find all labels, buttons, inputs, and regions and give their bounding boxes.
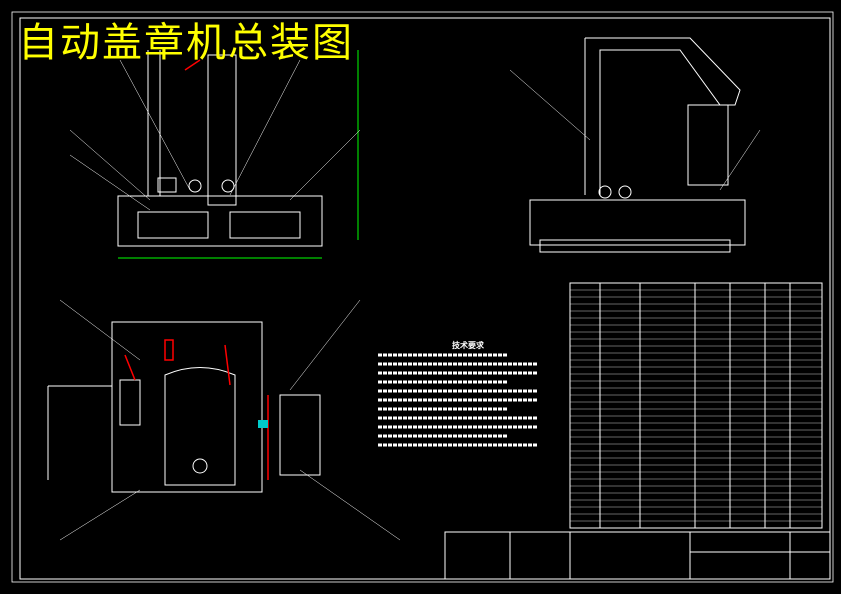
inner-frame [19,17,831,580]
title-block [444,531,831,580]
drawing-title: 自动盖章机总装图 [18,20,354,66]
side-view [529,37,746,253]
parts-list [569,282,823,529]
red-highlights [124,59,269,480]
section-view [47,321,321,493]
leader-lines [59,59,761,541]
technical-requirements-title: 技术要求 [452,341,484,350]
cyan-marker [258,420,268,428]
outer-frame [11,11,834,583]
front-view [117,50,359,259]
